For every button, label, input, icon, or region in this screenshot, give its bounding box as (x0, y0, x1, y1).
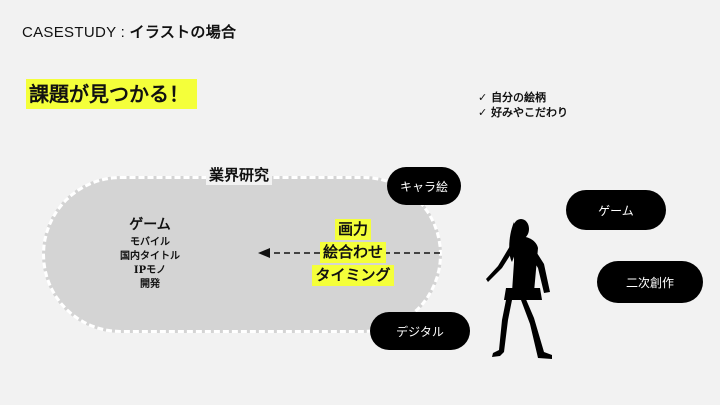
title-main: イラストの場合 (129, 23, 237, 41)
skills-list: 画力 絵合わせ タイミング (306, 219, 400, 288)
genre-item: モバイル (130, 237, 170, 248)
checklist-item: ✓ 自分の絵柄 (478, 90, 568, 105)
genre-item: 国内タイトル (120, 251, 180, 262)
page-title: CASESTUDY : イラストの場合 (22, 21, 236, 42)
checklist-item-text: 自分の絵柄 (491, 91, 547, 104)
check-icon: ✓ (478, 91, 488, 104)
genre-list: ゲーム モバイル 国内タイトル IPモノ 開発 (110, 214, 190, 292)
industry-field-label: 業界研究 (206, 164, 273, 185)
skill-item: 絵合わせ (319, 242, 386, 263)
genre-heading: ゲーム (129, 217, 171, 233)
skill-item: 画力 (334, 219, 371, 240)
check-icon: ✓ (478, 106, 488, 119)
checklist: ✓ 自分の絵柄 ✓ 好みやこだわり (478, 90, 568, 120)
pill-chara: キャラ絵 (387, 167, 461, 205)
checklist-item: ✓ 好みやこだわり (478, 105, 568, 120)
checklist-item-text: 好みやこだわり (491, 106, 569, 119)
skill-item: タイミング (312, 265, 394, 286)
genre-item: 開発 (140, 279, 160, 290)
walking-woman-silhouette-icon (486, 219, 552, 359)
headline-highlight: 課題が見つかる！ (26, 79, 197, 109)
pill-digital: デジタル (370, 312, 470, 350)
pill-game: ゲーム (566, 190, 666, 230)
title-prefix: CASESTUDY : (22, 24, 130, 41)
pill-nijisousaku: 二次創作 (597, 261, 703, 303)
genre-item: IPモノ (133, 265, 167, 276)
